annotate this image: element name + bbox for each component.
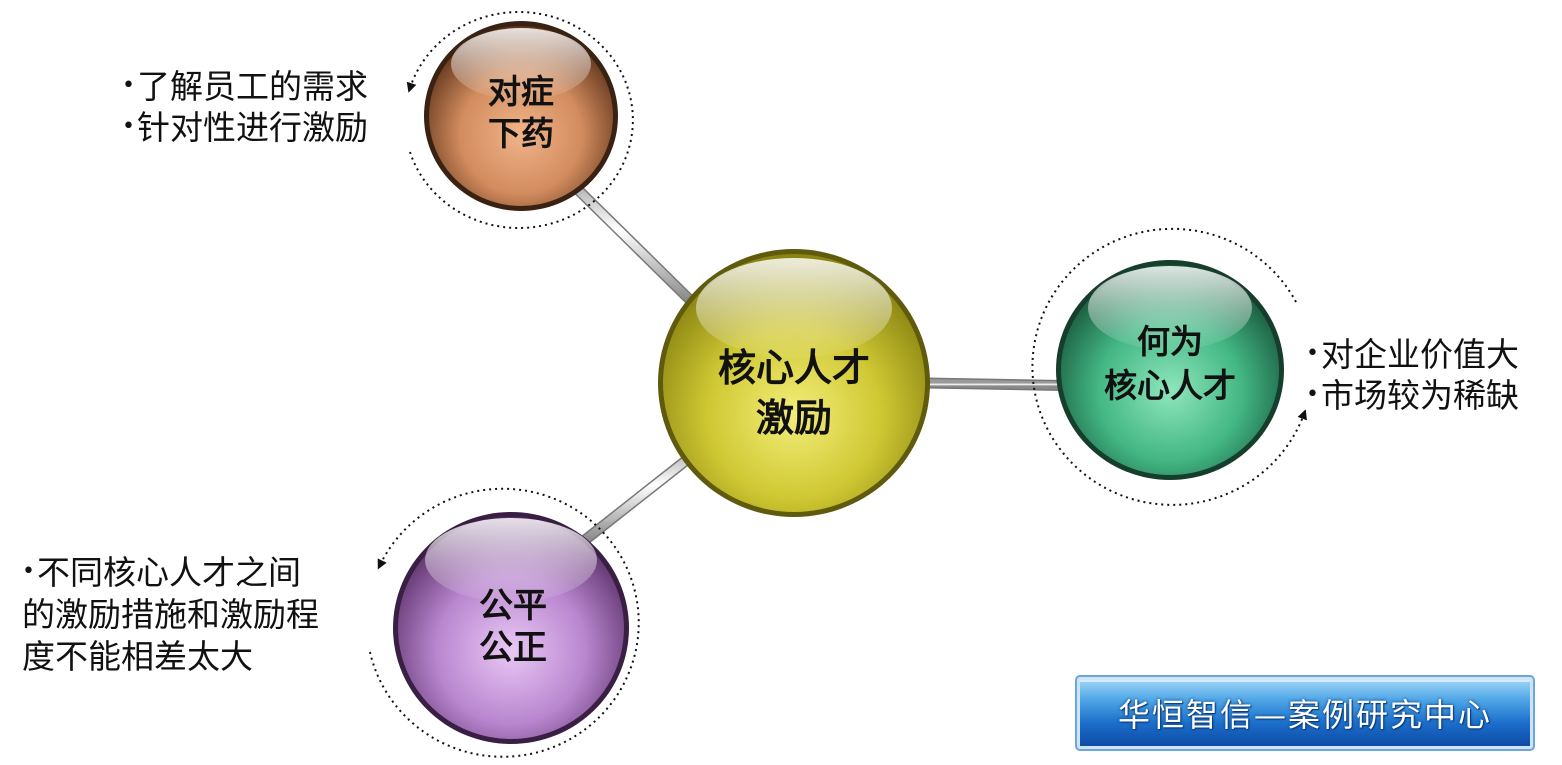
bullet-item: •了解员工的需求: [122, 66, 368, 107]
bullet-group-right: •对企业价值大 •市场较为稀缺: [1306, 334, 1519, 416]
bullet-dot-icon: •: [122, 114, 135, 139]
orbit-arc-bottom-left: [369, 487, 640, 758]
brand-badge: 华恒智信—案例研究中心: [1075, 675, 1535, 751]
bullet-dot-icon: •: [1306, 382, 1319, 407]
bullet-dot-icon: •: [122, 73, 135, 98]
node-right-line1: 何为: [1137, 322, 1203, 361]
bullet-text: 对企业价值大: [1320, 335, 1519, 374]
node-top-left-line1: 对症: [488, 72, 554, 111]
bullet-text: 不同核心人才之间: [36, 553, 301, 592]
bullet-dot-icon: •: [1306, 341, 1319, 366]
node-right: 何为 核心人才: [1056, 260, 1284, 480]
center-line2: 激励: [756, 396, 832, 440]
node-top-left-line2: 下药: [488, 114, 554, 153]
bullet-item: •针对性进行激励: [122, 107, 368, 148]
bullet-text-continuation: 的激励措施和激励程: [22, 595, 319, 634]
node-top-left: 对症 下药: [424, 21, 618, 211]
bullet-text: 市场较为稀缺: [1320, 376, 1519, 415]
bullet-dot-icon: •: [22, 559, 35, 584]
brand-badge-text: 华恒智信—案例研究中心: [1117, 696, 1492, 734]
bullet-item: •不同核心人才之间: [22, 551, 319, 594]
center-line1: 核心人才: [718, 346, 870, 390]
bullet-item: •对企业价值大: [1306, 334, 1519, 375]
orbit-arc-right: [1031, 227, 1307, 506]
node-bottom-left: 公平 公正: [393, 512, 629, 744]
bullet-group-top-left: •了解员工的需求 •针对性进行激励: [122, 66, 368, 148]
bullet-group-bottom-left: •不同核心人才之间 的激励措施和激励程 度不能相差太大: [22, 551, 319, 678]
node-bottom-left-line2: 公正: [479, 628, 547, 668]
bullet-item: •市场较为稀缺: [1306, 375, 1519, 416]
node-right-line2: 核心人才: [1104, 366, 1236, 405]
bullet-text: 了解员工的需求: [136, 67, 368, 106]
node-center: 核心人才 激励: [658, 249, 930, 517]
node-bottom-left-line1: 公平: [479, 586, 547, 626]
bullet-text: 针对性进行激励: [136, 108, 368, 147]
connector-top-left: [554, 166, 696, 306]
bullet-text-continuation: 度不能相差太大: [22, 637, 253, 676]
